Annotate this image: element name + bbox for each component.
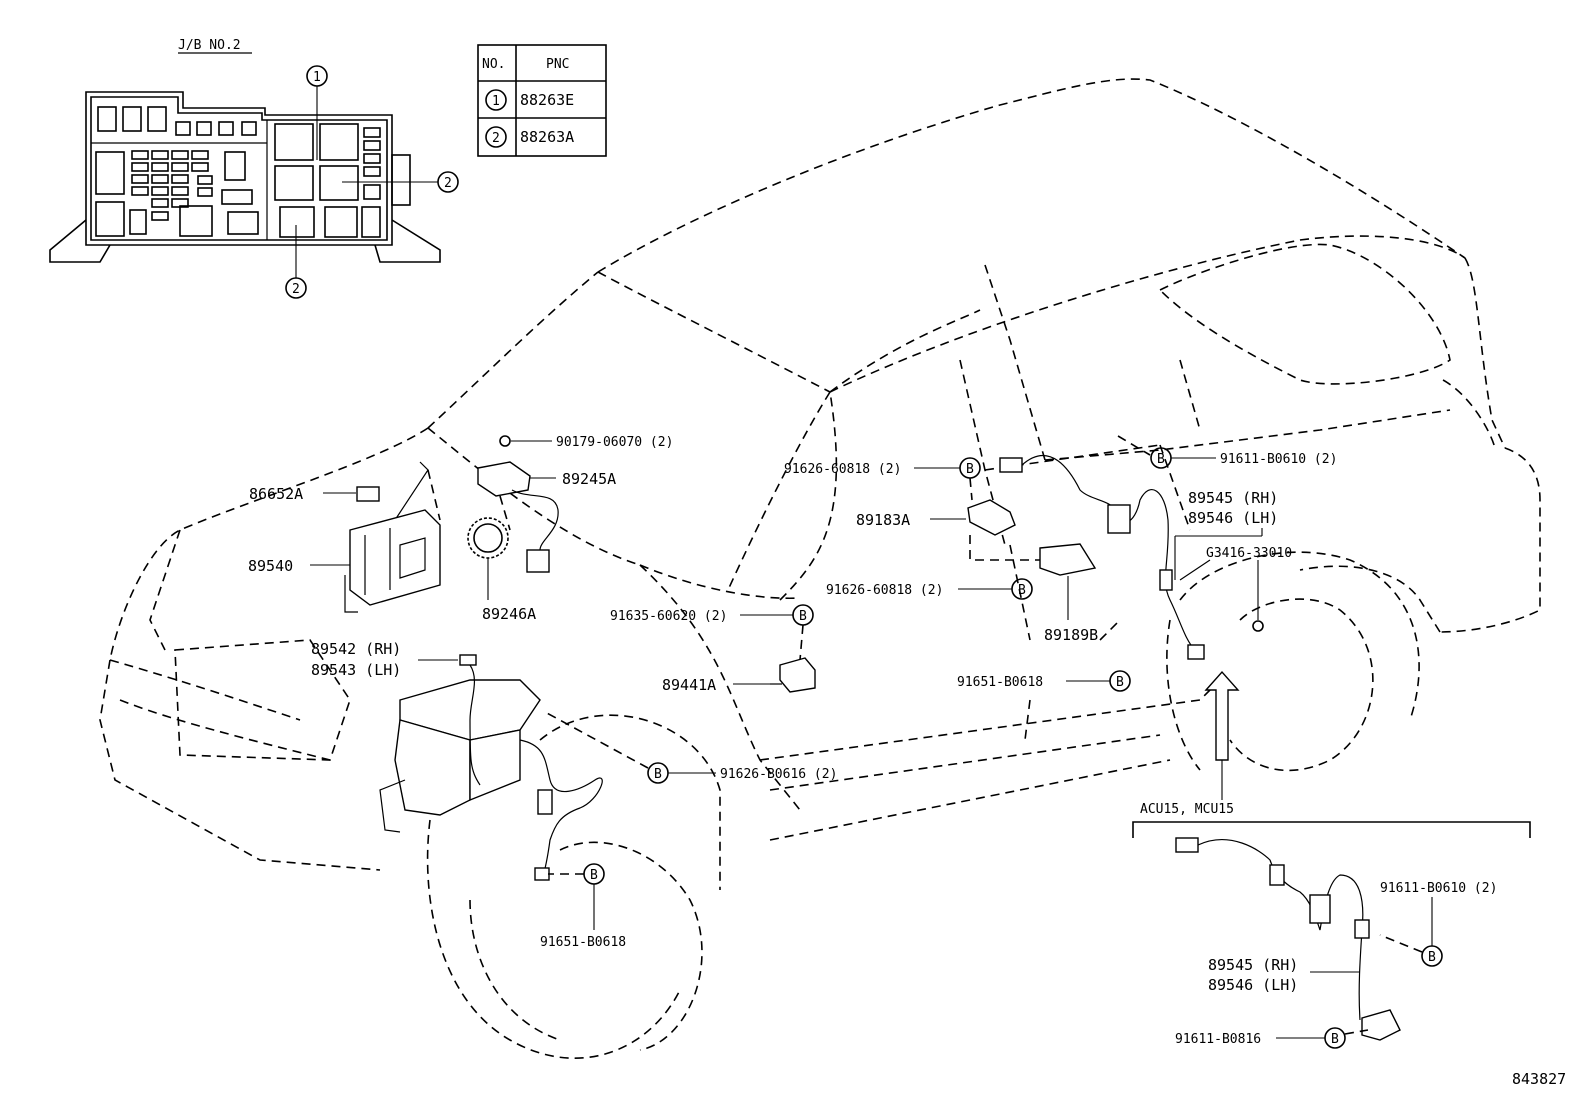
bolt-b-91611-top: B (1157, 452, 1165, 467)
variant-title: ACU15, MCU15 (1140, 802, 1234, 817)
label-89245A: 89245A (562, 470, 616, 488)
figure-number: 843827 (1512, 1070, 1566, 1088)
label-89545-top: 89545 (RH) (1188, 489, 1278, 507)
label-86652A: 86652A (249, 485, 303, 503)
bolt-b-91611-box: B (1428, 950, 1436, 965)
relay-86652a (356, 486, 380, 502)
pnc-row-1-no: 1 (492, 94, 500, 109)
label-90179: 90179-06070 (2) (556, 435, 673, 450)
label-91611-B0610-box: 91611-B0610 (2) (1380, 881, 1497, 896)
bolt-b-91635: B (799, 609, 807, 624)
module-89245a (477, 461, 531, 497)
label-89546-box: 89546 (LH) (1208, 976, 1298, 994)
bolt-b-91611-b0816: B (1331, 1032, 1339, 1047)
label-89546-top: 89546 (LH) (1188, 509, 1278, 527)
label-91626-B0616: 91626-B0616 (2) (720, 767, 837, 782)
label-91611-B0610-top: 91611-B0610 (2) (1220, 452, 1337, 467)
sensor-89183a (967, 499, 1016, 536)
label-89183A: 89183A (856, 511, 910, 529)
bolt-b-91626-60818-mid: B (1018, 583, 1026, 598)
label-89246A: 89246A (482, 605, 536, 623)
pnc-header-no: NO. (482, 57, 505, 72)
vehicle-outline (99, 78, 1541, 1059)
label-89545-box: 89545 (RH) (1208, 956, 1298, 974)
bolt-b-91626-b0616: B (654, 767, 662, 782)
label-91626-60818-mid: 91626-60818 (2) (826, 583, 943, 598)
pnc-table: NO. PNC 1 88263E 2 88263A (477, 44, 607, 157)
bolt-b-91651-low: B (590, 868, 598, 883)
label-89441A: 89441A (662, 676, 716, 694)
label-89540: 89540 (248, 557, 293, 575)
pnc-header-pnc: PNC (546, 57, 569, 72)
sensor-89441a (779, 657, 816, 693)
nut-icon (499, 435, 511, 447)
label-91651-B0618-low: 91651-B0618 (540, 935, 626, 950)
variant-box: ACU15, MCU15 91611-B0610 (2) B 89545 (RH… (1132, 802, 1531, 1049)
callout-1-label: 1 (313, 70, 321, 85)
pnc-row-2-value: 88263A (520, 128, 574, 146)
front-components: 90179-06070 (2) 89245A 89246A 86652A 895… (248, 435, 673, 881)
label-89189B: 89189B (1044, 626, 1098, 644)
bolt-b-91651-mid: B (1116, 675, 1124, 690)
callout-2a-label: 2 (444, 176, 452, 191)
arrow-up-icon (1204, 670, 1240, 761)
pnc-row-1-value: 88263E (520, 91, 574, 109)
jb-title: J/B NO.2 (178, 38, 241, 53)
rear-components: 91626-60818 (2) B 89183A 89189B 91626-60… (784, 435, 1337, 800)
ecu-89540 (349, 509, 441, 606)
label-91651-B0618-mid: 91651-B0618 (957, 675, 1043, 690)
pnc-row-2-no: 2 (492, 131, 500, 146)
label-89543: 89543 (LH) (311, 661, 401, 679)
label-89542: 89542 (RH) (311, 640, 401, 658)
label-91635: 91635-60620 (2) (610, 609, 727, 624)
label-91626-60818-top: 91626-60818 (2) (784, 462, 901, 477)
bracket-89189b (1039, 543, 1097, 576)
label-91611-B0816: 91611-B0816 (1175, 1032, 1261, 1047)
bolt-b-91626-60818-top: B (966, 462, 974, 477)
mid-components: 91635-60620 (2) B 89441A B 91626-B0616 (… (540, 604, 837, 950)
junction-block-inset: J/B NO.2 (49, 38, 459, 299)
callout-2b-label: 2 (292, 282, 300, 297)
label-G3416: G3416-33010 (1206, 546, 1292, 561)
